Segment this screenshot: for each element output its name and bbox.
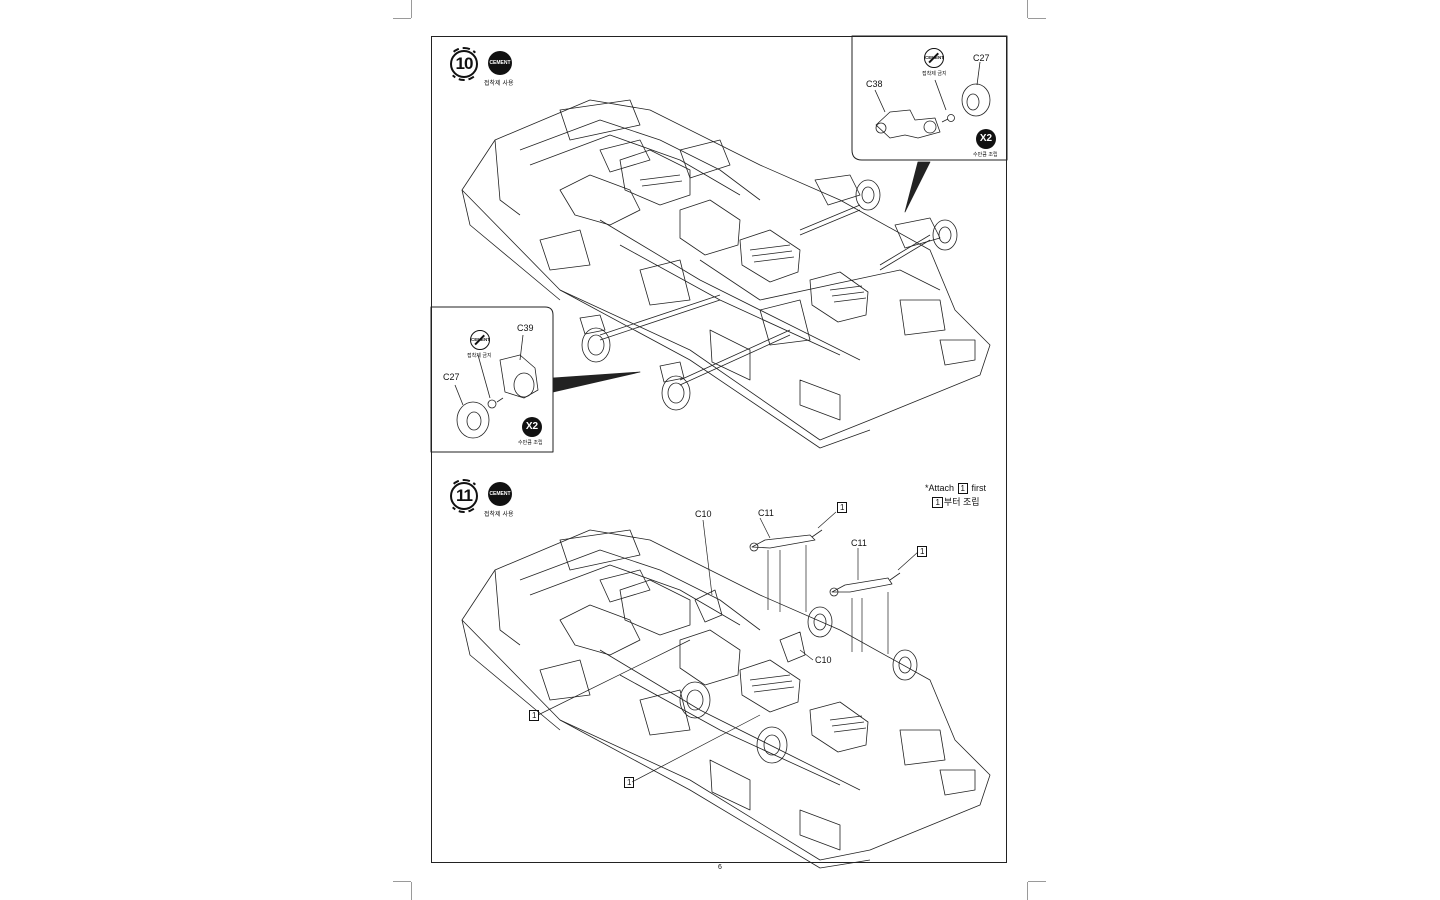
- cement-korean-label: 접착제 사용: [484, 511, 514, 518]
- step11-leader-lines: [537, 511, 919, 783]
- part-label-c11: C11: [851, 538, 867, 548]
- ref-box-callout: 1: [916, 546, 928, 557]
- no-cement-korean-label: 접착제 금지: [922, 71, 947, 77]
- no-cement-korean-label: 접착제 금지: [467, 353, 492, 359]
- step-11-number: 11: [447, 479, 481, 513]
- part-label-c27: C27: [973, 53, 990, 63]
- inset-top-pointer: [904, 161, 931, 213]
- attach-first-note-english: *Attach 1 first: [925, 483, 987, 494]
- ref-box: 1: [932, 497, 943, 508]
- crop-mark: [1027, 882, 1028, 900]
- multiplier-korean-label: 수만큼 조립: [973, 152, 998, 158]
- page-number: 6: [718, 864, 722, 871]
- ref-box-callout: 1: [623, 777, 635, 788]
- ref-box: 1: [957, 483, 968, 494]
- cement-icon: CEMENT: [488, 482, 512, 506]
- part-label-c10: C10: [695, 509, 712, 519]
- step-10-number: 10: [447, 47, 481, 81]
- part-label-c11: C11: [758, 508, 774, 518]
- no-cement-icon: CEMENT: [470, 330, 490, 350]
- crop-mark: [1028, 881, 1046, 882]
- crop-mark: [1028, 18, 1046, 19]
- part-label-c27: C27: [443, 372, 460, 382]
- step10-hull-drawing: [461, 99, 991, 449]
- ref-box-callout: 1: [528, 710, 540, 721]
- inset-left-pointer: [552, 371, 641, 393]
- ref-box-callout: 1: [836, 502, 848, 513]
- cement-korean-label: 접착제 사용: [484, 80, 514, 87]
- cement-icon: CEMENT: [488, 51, 512, 75]
- step11-hull-drawing: [461, 529, 991, 869]
- inset-top-drawing: [874, 61, 991, 139]
- crop-mark: [393, 881, 411, 882]
- multiplier-x2-icon: X2: [522, 417, 542, 437]
- c11-left-part: [749, 529, 823, 552]
- c11-right-part: [829, 572, 901, 597]
- crop-mark: [1027, 0, 1028, 18]
- multiplier-korean-label: 수만큼 조립: [518, 440, 543, 446]
- multiplier-x2-icon: X2: [976, 129, 996, 149]
- crop-mark: [393, 18, 411, 19]
- crop-mark: [411, 882, 412, 900]
- part-label-c38: C38: [866, 79, 883, 89]
- no-cement-icon: CEMENT: [924, 48, 944, 68]
- instruction-sheet: [431, 36, 1007, 863]
- inset-top-frame: [851, 35, 1008, 161]
- part-label-c10: C10: [815, 655, 832, 665]
- crop-mark: [411, 0, 412, 18]
- part-label-c39: C39: [517, 323, 534, 333]
- inset-left-drawing: [454, 334, 539, 439]
- inset-left-frame: [430, 306, 554, 453]
